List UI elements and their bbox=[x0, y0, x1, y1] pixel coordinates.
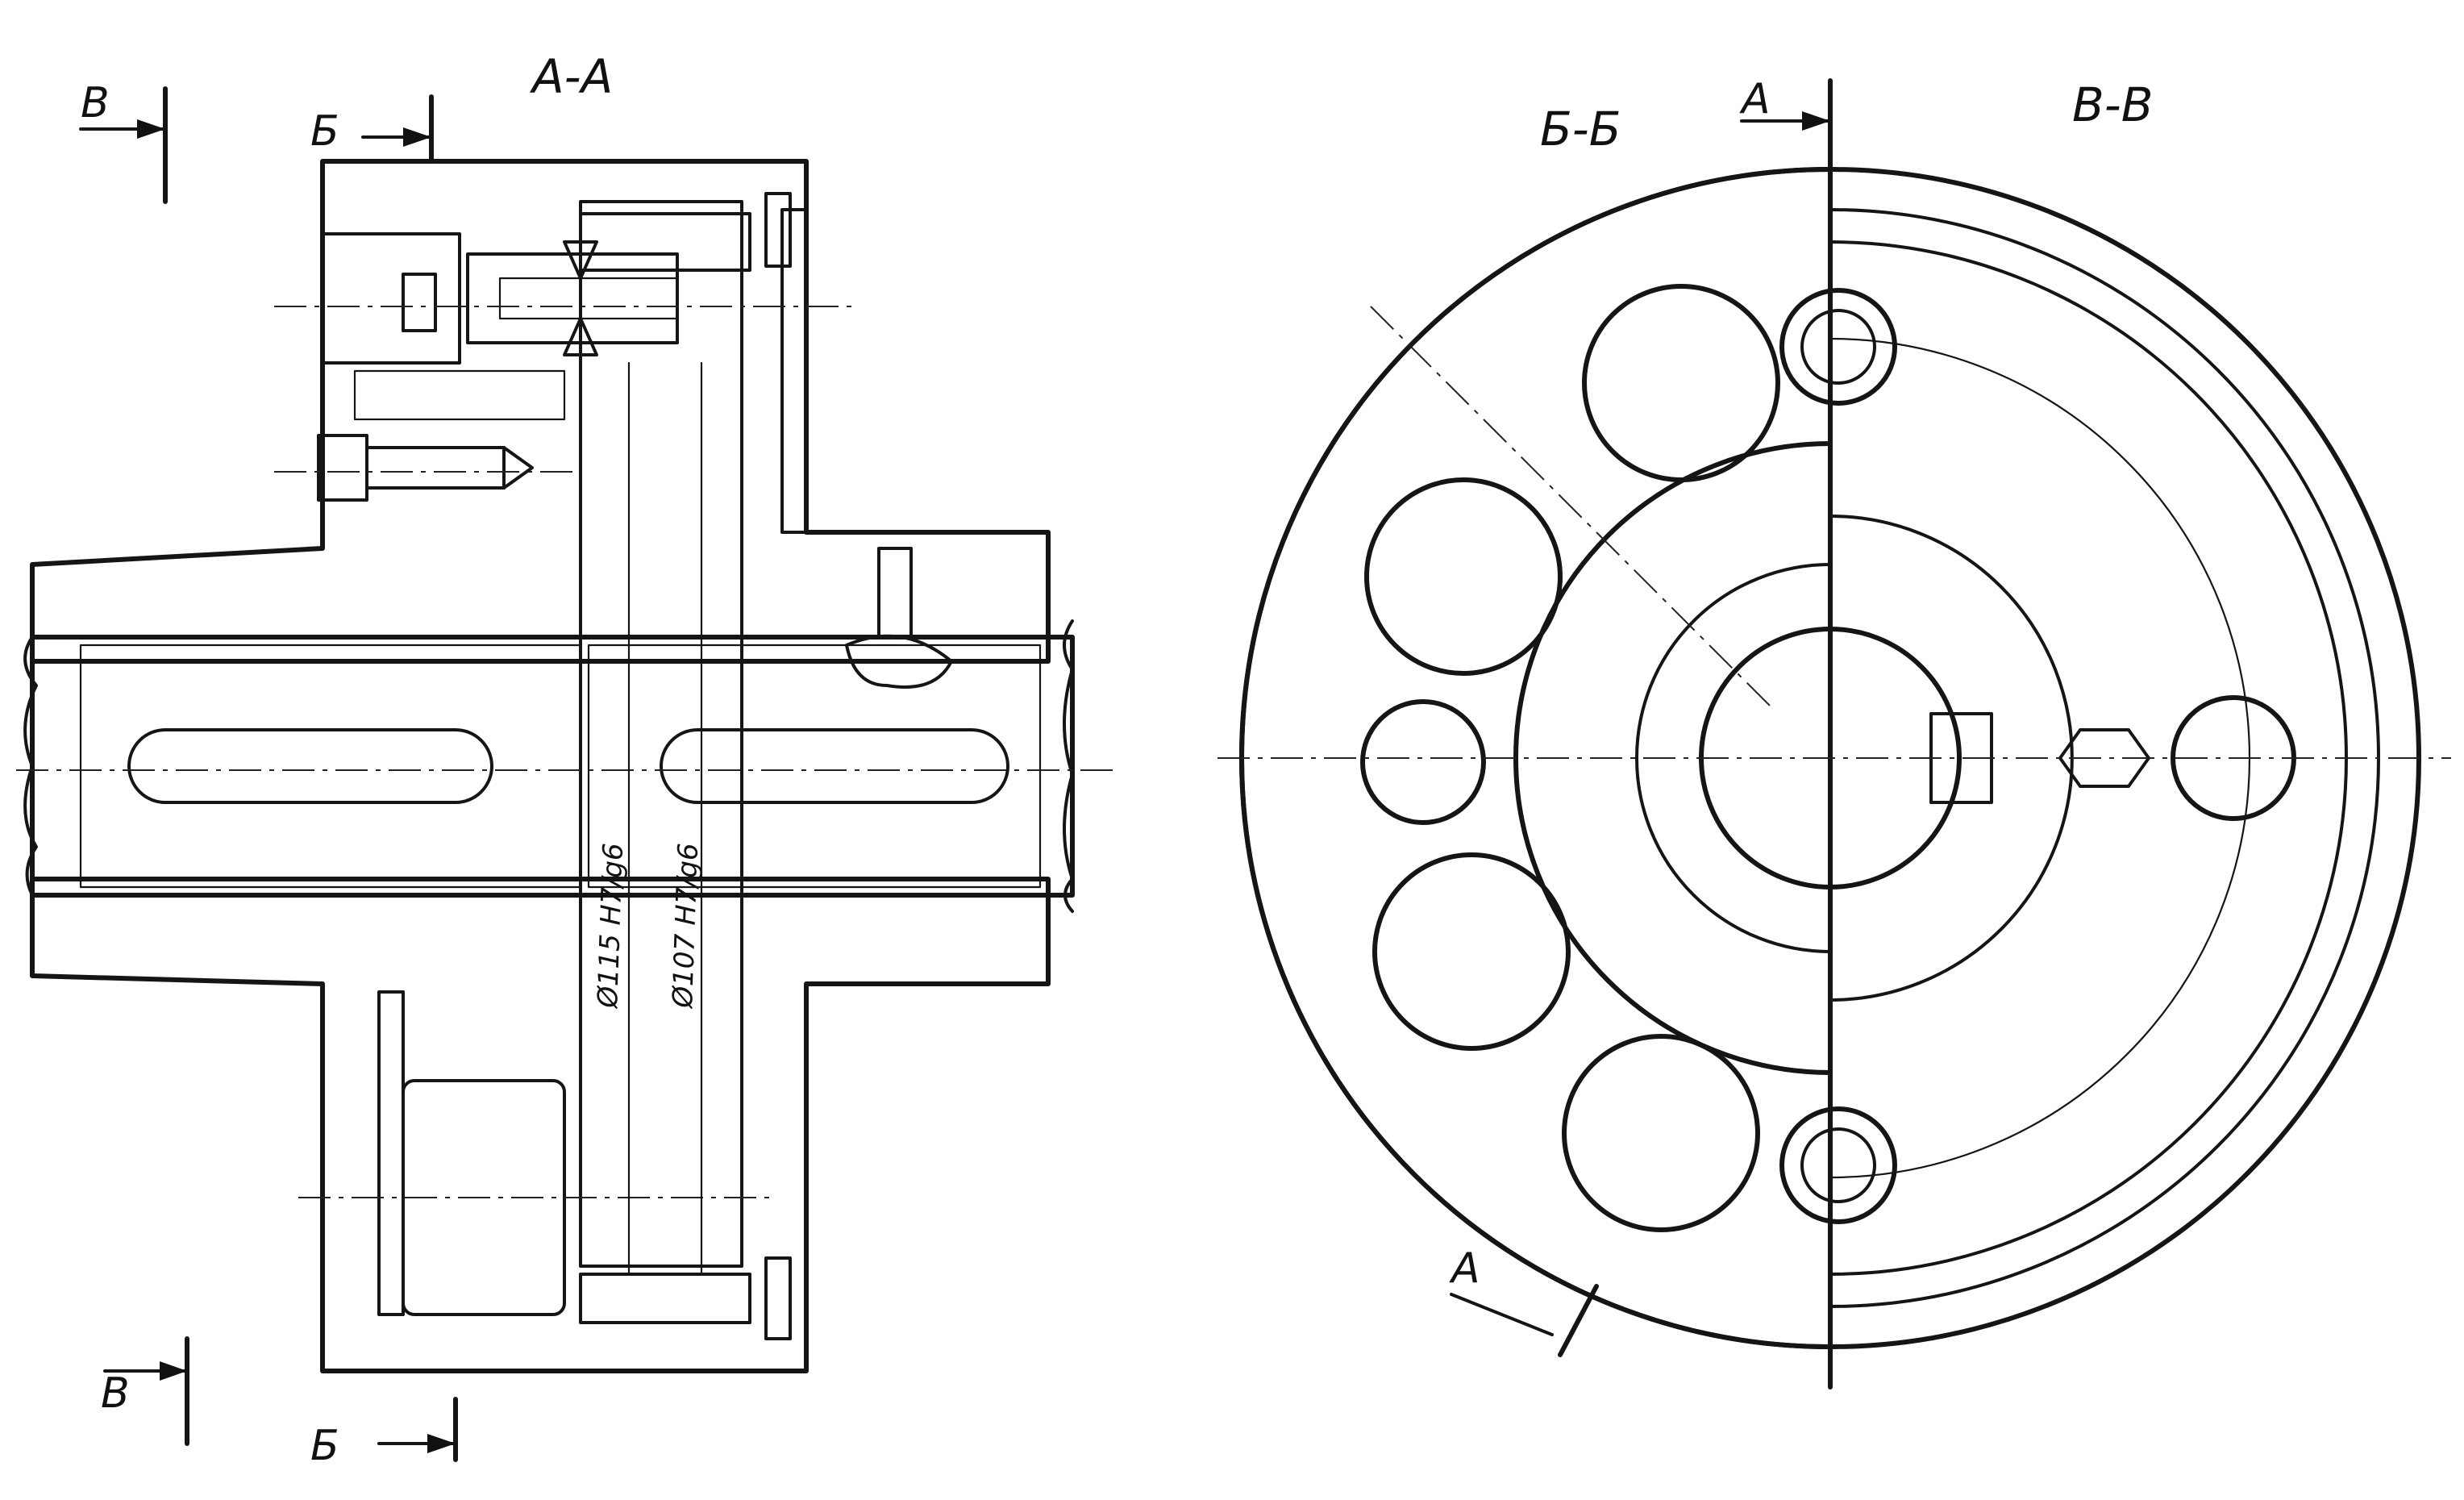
cut-marker-a-bottom: А bbox=[1449, 1244, 1480, 1293]
dimension-dia-115: Ø115 H7/g6 bbox=[592, 843, 630, 1010]
friction-pad-bottom bbox=[579, 1273, 751, 1324]
roller-1 bbox=[1582, 284, 1780, 482]
friction-pad-top bbox=[579, 212, 751, 272]
cut-marker-b-bottom: Б bbox=[310, 1422, 339, 1470]
roller-2 bbox=[1364, 477, 1563, 676]
pin-hole-top bbox=[1779, 288, 1897, 406]
roller-4 bbox=[1562, 1034, 1760, 1232]
housing-lower-section bbox=[30, 877, 1051, 1373]
section-b-b-v-v-view: Б-Б В-В А А bbox=[1217, 75, 2451, 1390]
cut-marker-v-top: В bbox=[81, 79, 110, 127]
hub-half bbox=[1514, 442, 1832, 1074]
section-title-a-a: А-А bbox=[529, 49, 613, 104]
dimension-dia-107: Ø107 H7/g6 bbox=[667, 843, 705, 1010]
keyway-left bbox=[127, 728, 493, 804]
small-ball-left bbox=[1360, 699, 1486, 825]
section-title-v-v: В-В bbox=[2072, 77, 2154, 132]
cut-marker-a-top: А bbox=[1739, 75, 1771, 123]
section-a-a-view: А-А В Б В Б Ø115 H7/g6 Ø107 H7/g6 bbox=[16, 49, 1113, 1470]
keyway-right bbox=[660, 728, 1009, 804]
housing-upper-section bbox=[30, 159, 1051, 664]
mounting-bolt bbox=[317, 434, 368, 502]
cut-marker-b-top: Б bbox=[310, 107, 339, 156]
pin-hole-bottom bbox=[1779, 1106, 1897, 1224]
cut-marker-v-bottom: В bbox=[101, 1369, 130, 1418]
shaft-bore bbox=[30, 635, 1075, 898]
roller-3 bbox=[1372, 852, 1571, 1051]
section-title-b-b: Б-Б bbox=[1540, 102, 1621, 156]
friction-disc-section bbox=[579, 200, 743, 1268]
adjusting-screw bbox=[321, 232, 461, 365]
